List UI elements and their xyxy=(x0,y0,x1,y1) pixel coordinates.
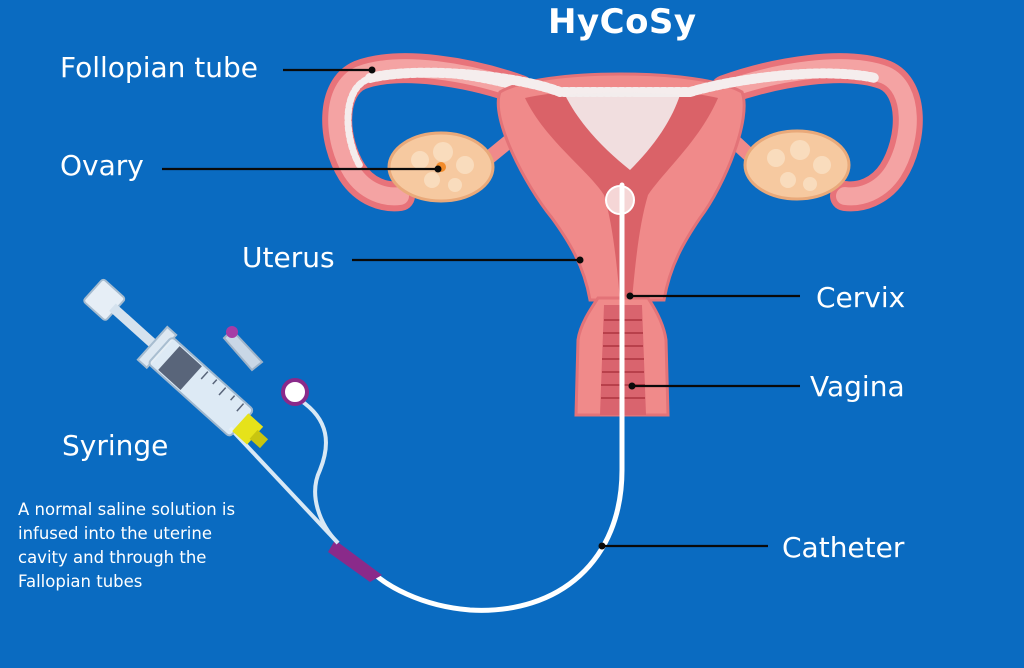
label-uterus: Uterus xyxy=(242,241,335,274)
syringe xyxy=(83,278,269,449)
inflation-valve xyxy=(281,378,309,406)
saline-in-cavity xyxy=(565,92,680,170)
catheter-line xyxy=(367,182,625,613)
label-syringe: Syringe xyxy=(62,429,169,462)
label-ovary: Ovary xyxy=(60,149,144,182)
ovary-left xyxy=(387,131,495,203)
description-line: infused into the uterine xyxy=(18,523,213,543)
label-cervix: Cervix xyxy=(816,281,906,314)
label-vagina: Vagina xyxy=(810,370,905,403)
description-text: A normal saline solution is infused into… xyxy=(18,498,278,594)
description-line: A normal saline solution is xyxy=(18,500,236,519)
leader-lines xyxy=(162,68,800,548)
description-line: cavity and through the xyxy=(18,547,207,567)
catheter-hub xyxy=(328,540,382,582)
saline-in-tubes xyxy=(365,67,880,97)
syringe-tubing xyxy=(228,426,340,545)
inflation-port xyxy=(222,328,264,372)
description-line: Fallopian tubes xyxy=(18,571,143,591)
inflation-port-cap xyxy=(226,326,238,338)
label-fallopian-tube: Follopian tube xyxy=(60,51,259,84)
leader-dots xyxy=(368,66,636,550)
label-catheter: Catheter xyxy=(782,531,905,564)
ovary-right xyxy=(743,129,851,201)
inflation-tubing xyxy=(298,398,340,545)
diagram-title: HyCoSy xyxy=(548,2,697,42)
